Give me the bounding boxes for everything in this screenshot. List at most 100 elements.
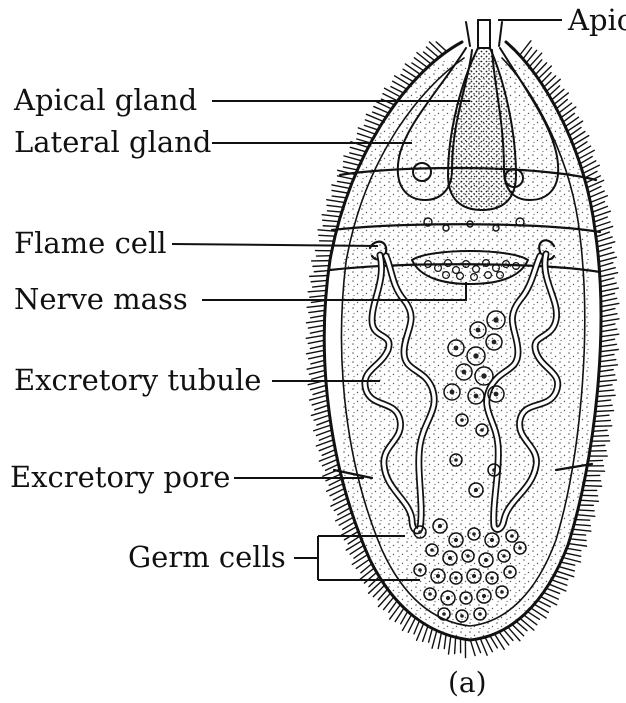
germ-cell-nucleus bbox=[454, 538, 458, 542]
cilium bbox=[332, 196, 346, 198]
cilium bbox=[537, 600, 550, 606]
cilium bbox=[322, 459, 337, 465]
cilium bbox=[598, 385, 612, 387]
cilium bbox=[444, 634, 446, 648]
cilium bbox=[319, 435, 332, 440]
cilium bbox=[601, 334, 619, 337]
cilium bbox=[600, 354, 614, 356]
germ-cell-nucleus bbox=[490, 538, 494, 542]
cilium bbox=[600, 283, 616, 287]
cilium bbox=[307, 305, 325, 307]
cilium bbox=[577, 515, 595, 517]
cilium bbox=[600, 273, 618, 277]
cilium bbox=[316, 430, 331, 436]
germ-cell-nucleus bbox=[492, 468, 496, 472]
germ-cell-nucleus bbox=[472, 574, 476, 578]
cilium bbox=[338, 181, 352, 183]
label-excretory-pore: Excretory pore bbox=[10, 460, 230, 494]
germ-cell-nucleus bbox=[481, 373, 486, 378]
cilium bbox=[322, 450, 335, 456]
germ-cell-nucleus bbox=[510, 534, 514, 538]
cilium bbox=[596, 232, 609, 237]
germ-cell-nucleus bbox=[460, 614, 464, 618]
cilium bbox=[554, 93, 568, 104]
cilium bbox=[307, 350, 325, 353]
germ-cell-nucleus bbox=[494, 392, 499, 397]
cilium bbox=[306, 335, 324, 338]
cilium bbox=[449, 636, 451, 654]
germ-cell-nucleus bbox=[482, 594, 486, 598]
cilium bbox=[338, 176, 354, 179]
cilium bbox=[470, 640, 475, 656]
cilium bbox=[600, 350, 618, 352]
cilium bbox=[592, 206, 607, 212]
cilium bbox=[561, 562, 575, 565]
cilium bbox=[310, 345, 324, 348]
cilium bbox=[332, 185, 350, 189]
cilium bbox=[344, 161, 360, 165]
germ-cell-nucleus bbox=[438, 524, 442, 528]
germ-cell-nucleus bbox=[430, 548, 434, 552]
cilium bbox=[319, 445, 334, 451]
cilium bbox=[307, 365, 325, 369]
cilium bbox=[374, 107, 389, 114]
cilium bbox=[365, 120, 380, 126]
cilium bbox=[309, 355, 325, 359]
germ-cell-nucleus bbox=[454, 346, 459, 351]
cilium bbox=[350, 147, 366, 152]
germ-cell-nucleus bbox=[442, 612, 446, 616]
cilium bbox=[311, 410, 328, 415]
cilium bbox=[575, 520, 589, 521]
cilium bbox=[314, 271, 328, 272]
cilium bbox=[327, 205, 343, 207]
cilium bbox=[601, 309, 615, 312]
cilium bbox=[589, 191, 604, 197]
cilium bbox=[327, 211, 341, 212]
germ-cell-nucleus bbox=[466, 554, 470, 558]
germ-cell-nucleus bbox=[462, 370, 467, 375]
cilium bbox=[322, 215, 340, 217]
germ-cell-nucleus bbox=[464, 596, 468, 600]
cilium bbox=[313, 285, 327, 287]
cilium bbox=[360, 568, 374, 579]
cilium bbox=[597, 237, 613, 242]
cilium bbox=[546, 79, 560, 91]
cilium bbox=[350, 153, 364, 156]
cilium bbox=[599, 375, 615, 377]
cilium bbox=[601, 293, 615, 296]
cilium bbox=[597, 390, 613, 392]
apical-papilla bbox=[466, 20, 502, 48]
cilium bbox=[378, 593, 390, 607]
label-lateral-gland: Lateral gland bbox=[14, 125, 211, 159]
cilium bbox=[432, 631, 437, 649]
germ-cell-nucleus bbox=[418, 530, 422, 534]
cilium bbox=[310, 295, 326, 297]
cilium bbox=[311, 360, 325, 364]
cilium bbox=[554, 575, 568, 579]
label-nerve-mass: Nerve mass bbox=[14, 282, 188, 316]
cilium bbox=[520, 618, 534, 630]
cilium bbox=[417, 53, 431, 64]
larva-body bbox=[324, 20, 601, 640]
cilium bbox=[598, 380, 616, 382]
cilium bbox=[574, 524, 590, 525]
cilium bbox=[565, 553, 581, 556]
germ-cell-nucleus bbox=[446, 596, 450, 600]
cilium bbox=[599, 268, 615, 272]
cilium bbox=[556, 571, 573, 577]
cilium bbox=[595, 415, 609, 416]
cilium bbox=[570, 539, 586, 541]
cilium bbox=[601, 319, 619, 322]
cilium bbox=[538, 66, 551, 79]
cilium bbox=[309, 370, 325, 374]
germ-cell-nucleus bbox=[490, 576, 494, 580]
cilium bbox=[358, 133, 373, 138]
cilium bbox=[313, 390, 327, 394]
cilium bbox=[600, 278, 614, 282]
cilium bbox=[311, 385, 327, 389]
cilium bbox=[601, 314, 617, 317]
cilium bbox=[593, 430, 607, 431]
cilium bbox=[559, 567, 575, 571]
cilium bbox=[308, 325, 324, 328]
cilium bbox=[599, 257, 617, 262]
